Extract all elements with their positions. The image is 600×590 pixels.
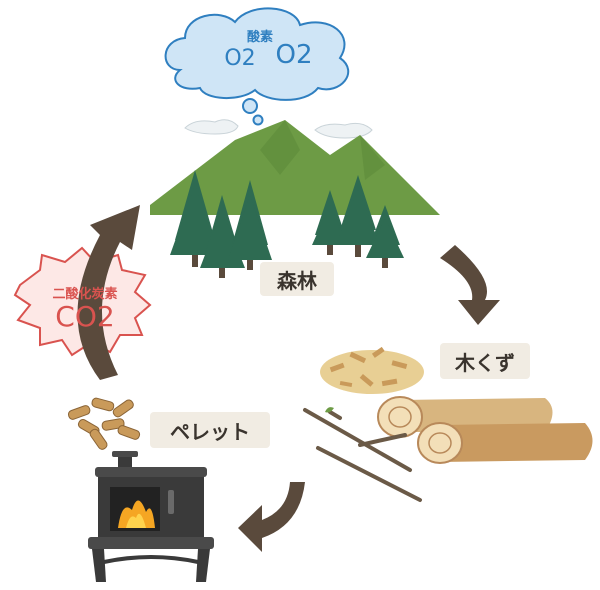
label-pellets: ペレット bbox=[150, 412, 270, 448]
label-forest: 森林 bbox=[260, 262, 334, 296]
oxygen-cloud bbox=[164, 7, 350, 126]
trees bbox=[170, 170, 404, 278]
co2-formula: CO2 bbox=[55, 300, 115, 333]
label-wood-chips: 木くず bbox=[440, 343, 530, 379]
branches bbox=[303, 408, 422, 502]
pellets bbox=[67, 397, 141, 450]
mountains bbox=[150, 120, 440, 215]
wood-chips bbox=[320, 346, 424, 394]
small-clouds bbox=[184, 119, 373, 139]
oxygen-title: 酸素 bbox=[246, 30, 273, 45]
co2-title: 二酸化炭素 bbox=[52, 287, 118, 302]
logs bbox=[377, 396, 593, 464]
cycle-arrows bbox=[77, 205, 500, 552]
pellet-stove bbox=[88, 451, 214, 582]
oxygen-formula-a: O2 bbox=[224, 46, 256, 71]
oxygen-formula-b: O2 bbox=[275, 40, 313, 70]
leaf-icon bbox=[325, 407, 334, 413]
